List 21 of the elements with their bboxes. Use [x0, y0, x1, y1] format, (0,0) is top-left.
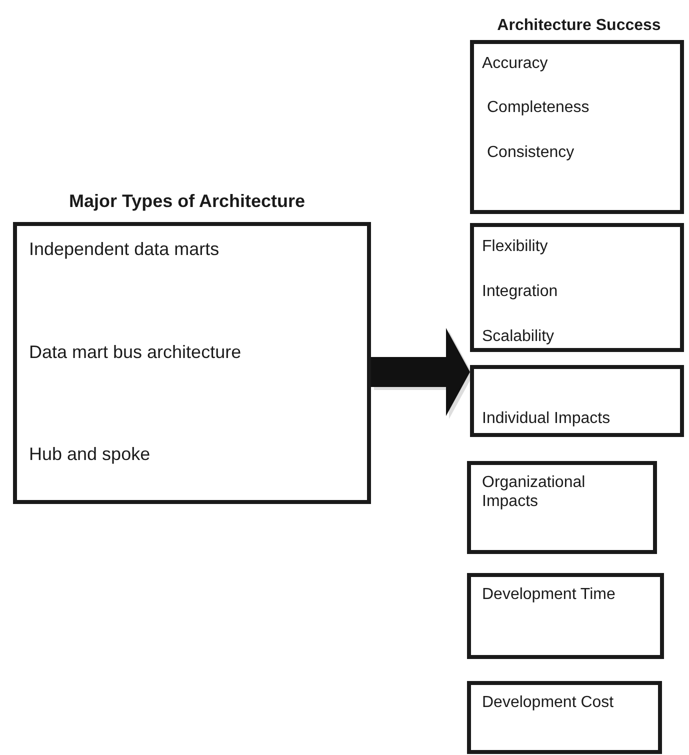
item-label: Independent data marts: [29, 238, 220, 260]
item-label: Development Time: [482, 585, 616, 604]
item-label: Flexibility: [482, 237, 548, 256]
item-label: Data mart bus architecture: [29, 341, 242, 363]
heading: Major Types of Architecture: [68, 190, 306, 212]
item-label: Integration: [482, 282, 558, 301]
item-label: Completeness: [487, 98, 590, 117]
item-label: Organizational Impacts: [482, 473, 586, 511]
item-label: Consistency: [487, 143, 574, 162]
text-box: [467, 461, 657, 554]
text-box: [470, 223, 684, 352]
block-arrow: [371, 328, 470, 416]
item-label: Accuracy: [482, 54, 548, 73]
text-box: [467, 681, 662, 754]
text-box: [467, 573, 664, 659]
heading: Architecture Success: [497, 16, 661, 35]
item-label: Development Cost: [482, 693, 614, 712]
item-label: Hub and spoke: [29, 443, 150, 465]
text-box: [470, 365, 684, 437]
item-label: Individual Impacts: [482, 409, 610, 428]
item-label: Scalability: [482, 327, 554, 346]
